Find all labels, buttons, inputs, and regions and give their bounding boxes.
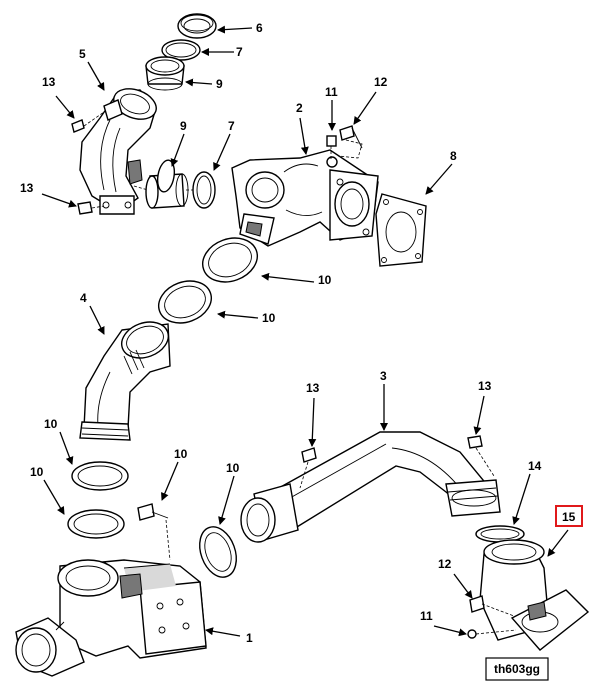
callout-13-a: 13: [42, 75, 56, 89]
callout-1: 1: [246, 631, 253, 645]
callout-7-mid: 7: [228, 119, 235, 133]
callout-11-top: 11: [325, 85, 338, 99]
sleeve-9-mid: [133, 159, 189, 209]
nut-11-top: [326, 135, 337, 160]
o-ring-7-top: [161, 39, 201, 61]
clamp-ring-6: [177, 13, 217, 39]
callout-10-d: 10: [30, 465, 44, 479]
pipe-3: [240, 431, 501, 543]
callout-2: 2: [296, 101, 303, 115]
gasket-8: [375, 193, 427, 267]
callout-4: 4: [80, 291, 87, 305]
callout-13-b: 13: [20, 181, 34, 195]
callout-10-e: 10: [226, 461, 240, 475]
callout-15-highlight-box: [555, 505, 583, 527]
callout-6: 6: [256, 21, 263, 35]
callout-13-d: 13: [478, 379, 492, 393]
bolt-14: [137, 503, 171, 561]
callout-10-c: 10: [44, 417, 58, 431]
callout-7-top: 7: [236, 45, 243, 59]
figure-id-tag: th603gg: [485, 657, 549, 681]
bracket-1: [15, 559, 207, 677]
bolt-12-bottom: [469, 595, 515, 617]
callout-15: 15: [562, 510, 576, 524]
callout-10-a: 10: [318, 273, 332, 287]
bolt-13-b: [77, 201, 105, 215]
callout-11-bottom: 11: [420, 609, 433, 623]
sleeve-9-top: [145, 56, 185, 91]
bolt-13-c: [299, 447, 317, 489]
leader-lines: [41, 25, 569, 637]
o-ring-10-b: [158, 280, 212, 324]
bolt-12-top: [337, 125, 363, 159]
callout-12-bottom: 12: [438, 557, 452, 571]
housing-2: [231, 149, 379, 247]
callout-8: 8: [450, 149, 457, 163]
tube-4: [79, 321, 171, 441]
outlet-15: [479, 539, 590, 651]
o-ring-10-c: [71, 461, 129, 491]
callout-3: 3: [380, 369, 387, 383]
callout-5: 5: [79, 47, 86, 61]
callout-labels: 6 7 5 9 13 11 12 2 9 7 8 13 10 4 10 3 13…: [20, 21, 576, 645]
callout-10-f: 14: [528, 459, 542, 473]
bolt-13-d: [467, 435, 495, 477]
callout-13-c: 13: [306, 381, 320, 395]
o-ring-10-d: [67, 509, 125, 539]
callout-9-mid: 9: [180, 119, 187, 133]
bolt-13-a: [71, 111, 105, 133]
nut-11-bottom: [467, 629, 517, 639]
o-ring-7-mid: [186, 171, 216, 209]
callout-9-top: 9: [216, 77, 223, 91]
callout-10-b: 10: [262, 311, 276, 325]
figure-id-text: th603gg: [494, 662, 540, 676]
elbow-5: [79, 88, 157, 215]
o-ring-10-a: [202, 237, 258, 283]
o-ring-10-e: [199, 526, 237, 578]
callout-12-top: 12: [374, 75, 388, 89]
callout-14: 10: [174, 447, 188, 461]
